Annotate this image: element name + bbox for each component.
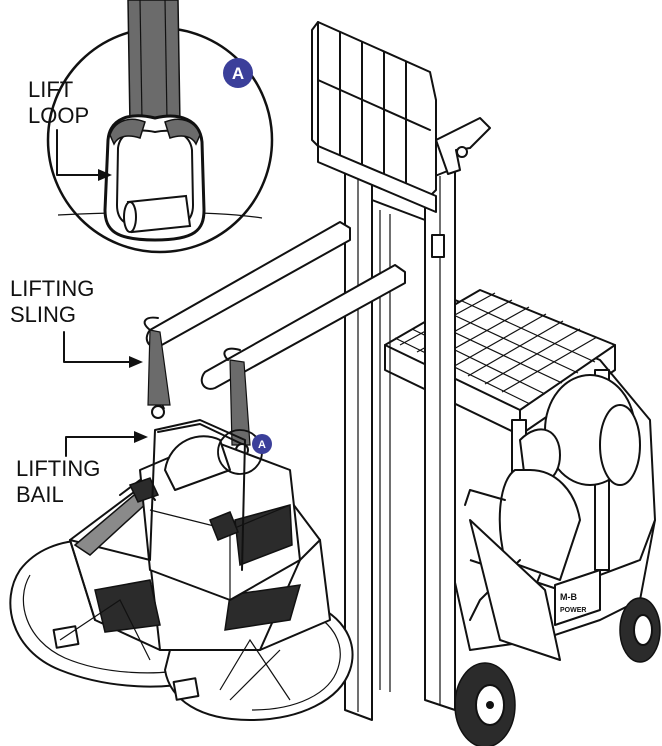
mast (344, 139, 456, 721)
load-backrest (311, 21, 491, 197)
svg-text:LOOP: LOOP (28, 103, 89, 128)
rear-wheel (619, 597, 661, 663)
svg-text:A: A (258, 439, 266, 451)
lift-loop-leader (56, 129, 112, 181)
lifting-bail-label: LIFTING BAIL (16, 456, 100, 507)
propane-tank (544, 374, 641, 486)
svg-text:LIFT: LIFT (28, 77, 73, 102)
lifting-bail-leader (65, 431, 148, 457)
forklift: M-B POWER (145, 21, 661, 746)
detail-badge: A (223, 58, 253, 88)
detail-inset (46, 0, 274, 254)
lifting-sling-leader (63, 331, 143, 368)
lifting-bail (149, 419, 246, 571)
brand-plate: M-B POWER (554, 569, 601, 626)
svg-text:SLING: SLING (10, 302, 76, 327)
svg-text:LIFTING: LIFTING (10, 276, 94, 301)
svg-text:BAIL: BAIL (16, 482, 64, 507)
right-fork (200, 264, 406, 390)
power-trowel (9, 419, 354, 721)
svg-text:M-B: M-B (560, 592, 577, 602)
lift-loop-label: LIFT LOOP (28, 77, 89, 128)
svg-text:POWER: POWER (560, 607, 586, 614)
lifting-sling-label: LIFTING SLING (10, 276, 94, 327)
lifting-slings (143, 316, 251, 457)
front-wheel (454, 662, 516, 746)
reference-circle: A (217, 429, 272, 475)
svg-text:LIFTING: LIFTING (16, 456, 100, 481)
svg-text:A: A (232, 64, 244, 83)
